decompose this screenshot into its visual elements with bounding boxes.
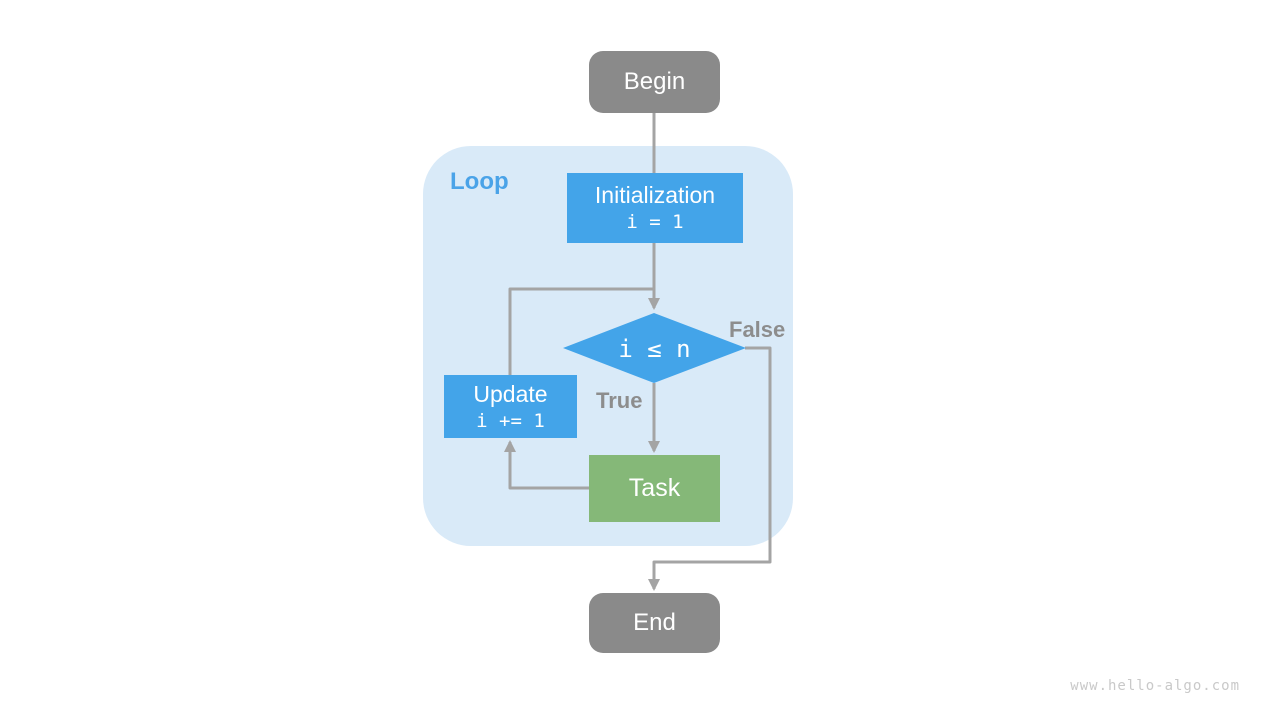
- false-branch-label: False: [729, 317, 786, 342]
- condition-code-label: i ≤ n: [618, 334, 691, 363]
- initialization-title: Initialization: [594, 182, 716, 209]
- task-node: Task: [589, 455, 720, 522]
- task-label: Task: [628, 474, 681, 502]
- initialization-code: i = 1: [626, 211, 684, 234]
- begin-label: Begin: [623, 68, 686, 95]
- update-title: Update: [473, 380, 548, 407]
- begin-node: Begin: [589, 51, 720, 113]
- loop-label: Loop: [450, 168, 509, 195]
- update-node: Update i += 1: [444, 375, 577, 438]
- end-node: End: [589, 593, 720, 653]
- initialization-node: Initialization i = 1: [567, 173, 743, 243]
- end-label: End: [633, 609, 676, 636]
- true-branch-label: True: [596, 388, 643, 413]
- watermark: www.hello-algo.com: [1070, 678, 1240, 694]
- update-code: i += 1: [476, 409, 545, 432]
